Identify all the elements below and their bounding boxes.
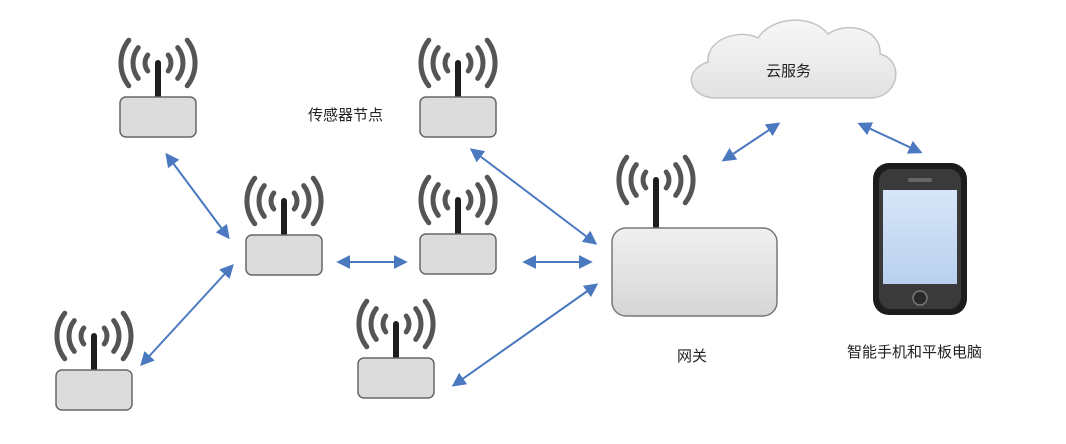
wave-arc — [465, 52, 474, 74]
wave-arc — [165, 52, 174, 74]
double-arrow-icon — [721, 122, 781, 162]
wave-arc — [66, 318, 77, 354]
wave-arc — [356, 298, 370, 350]
wave-arc — [418, 37, 432, 89]
wave-arc — [475, 182, 486, 218]
wave-arc — [484, 174, 498, 226]
sensor-node-5 — [54, 310, 134, 411]
wave-arc — [380, 313, 389, 335]
sensor-node-1 — [118, 37, 198, 138]
double-arrow-icon — [140, 263, 234, 367]
wave-arc — [465, 189, 474, 211]
gateway-label: 网关 — [677, 347, 708, 365]
wave-arc — [111, 318, 122, 354]
double-arrow-icon — [165, 152, 230, 240]
wave-arc — [418, 174, 432, 226]
wave-arc — [442, 189, 451, 211]
wave-arc — [616, 154, 630, 206]
wave-arc — [663, 169, 672, 191]
wave-arc — [442, 52, 451, 74]
phone-screen — [883, 190, 957, 284]
cloud-label: 云服务 — [766, 62, 812, 80]
wave-arc — [413, 306, 424, 342]
wifi-signal-icon — [54, 310, 134, 362]
wifi-signal-icon — [616, 154, 696, 206]
sensor-node-2 — [418, 37, 498, 138]
wave-arc — [256, 183, 267, 219]
wave-arc — [268, 190, 277, 212]
wave-arc — [130, 45, 141, 81]
wave-arc — [673, 162, 684, 198]
wifi-signal-icon — [118, 37, 198, 89]
double-arrow-icon — [857, 122, 923, 154]
wave-arc — [430, 182, 441, 218]
wave-arc — [368, 306, 379, 342]
wave-arc — [120, 310, 134, 362]
home-button-icon — [912, 290, 928, 306]
wifi-signal-icon — [244, 175, 324, 227]
wave-arc — [54, 310, 68, 362]
wave-arc — [640, 169, 649, 191]
gateway-router — [611, 154, 778, 317]
wifi-signal-icon — [356, 298, 436, 350]
cloud-icon — [690, 19, 897, 99]
wave-arc — [101, 325, 110, 347]
wave-arc — [142, 52, 151, 74]
double-arrow-icon — [451, 283, 599, 387]
wave-arc — [484, 37, 498, 89]
sensor-node-3 — [244, 175, 324, 276]
wave-arc — [301, 183, 312, 219]
wave-arc — [244, 175, 258, 227]
wave-arc — [628, 162, 639, 198]
wave-arc — [310, 175, 324, 227]
connection-arrows — [140, 122, 923, 387]
node-box — [119, 96, 197, 138]
wifi-signal-icon — [418, 37, 498, 89]
wave-arc — [422, 298, 436, 350]
sensor-node-label: 传感器节点 — [308, 106, 384, 124]
wave-arc — [475, 45, 486, 81]
sensor-node-6 — [356, 298, 436, 399]
smartphone-icon — [873, 163, 967, 315]
wave-arc — [403, 313, 412, 335]
gateway-box — [611, 227, 778, 317]
sensor-node-4 — [418, 174, 498, 275]
double-arrow-icon — [469, 148, 598, 245]
node-box — [55, 369, 133, 411]
node-box — [357, 357, 435, 399]
node-box — [419, 233, 497, 275]
node-box — [245, 234, 323, 276]
wave-arc — [118, 37, 132, 89]
wave-arc — [682, 154, 696, 206]
wave-arc — [78, 325, 87, 347]
wave-arc — [430, 45, 441, 81]
wave-arc — [175, 45, 186, 81]
wave-arc — [184, 37, 198, 89]
wave-arc — [291, 190, 300, 212]
node-box — [419, 96, 497, 138]
devices-label: 智能手机和平板电脑 — [847, 343, 983, 361]
